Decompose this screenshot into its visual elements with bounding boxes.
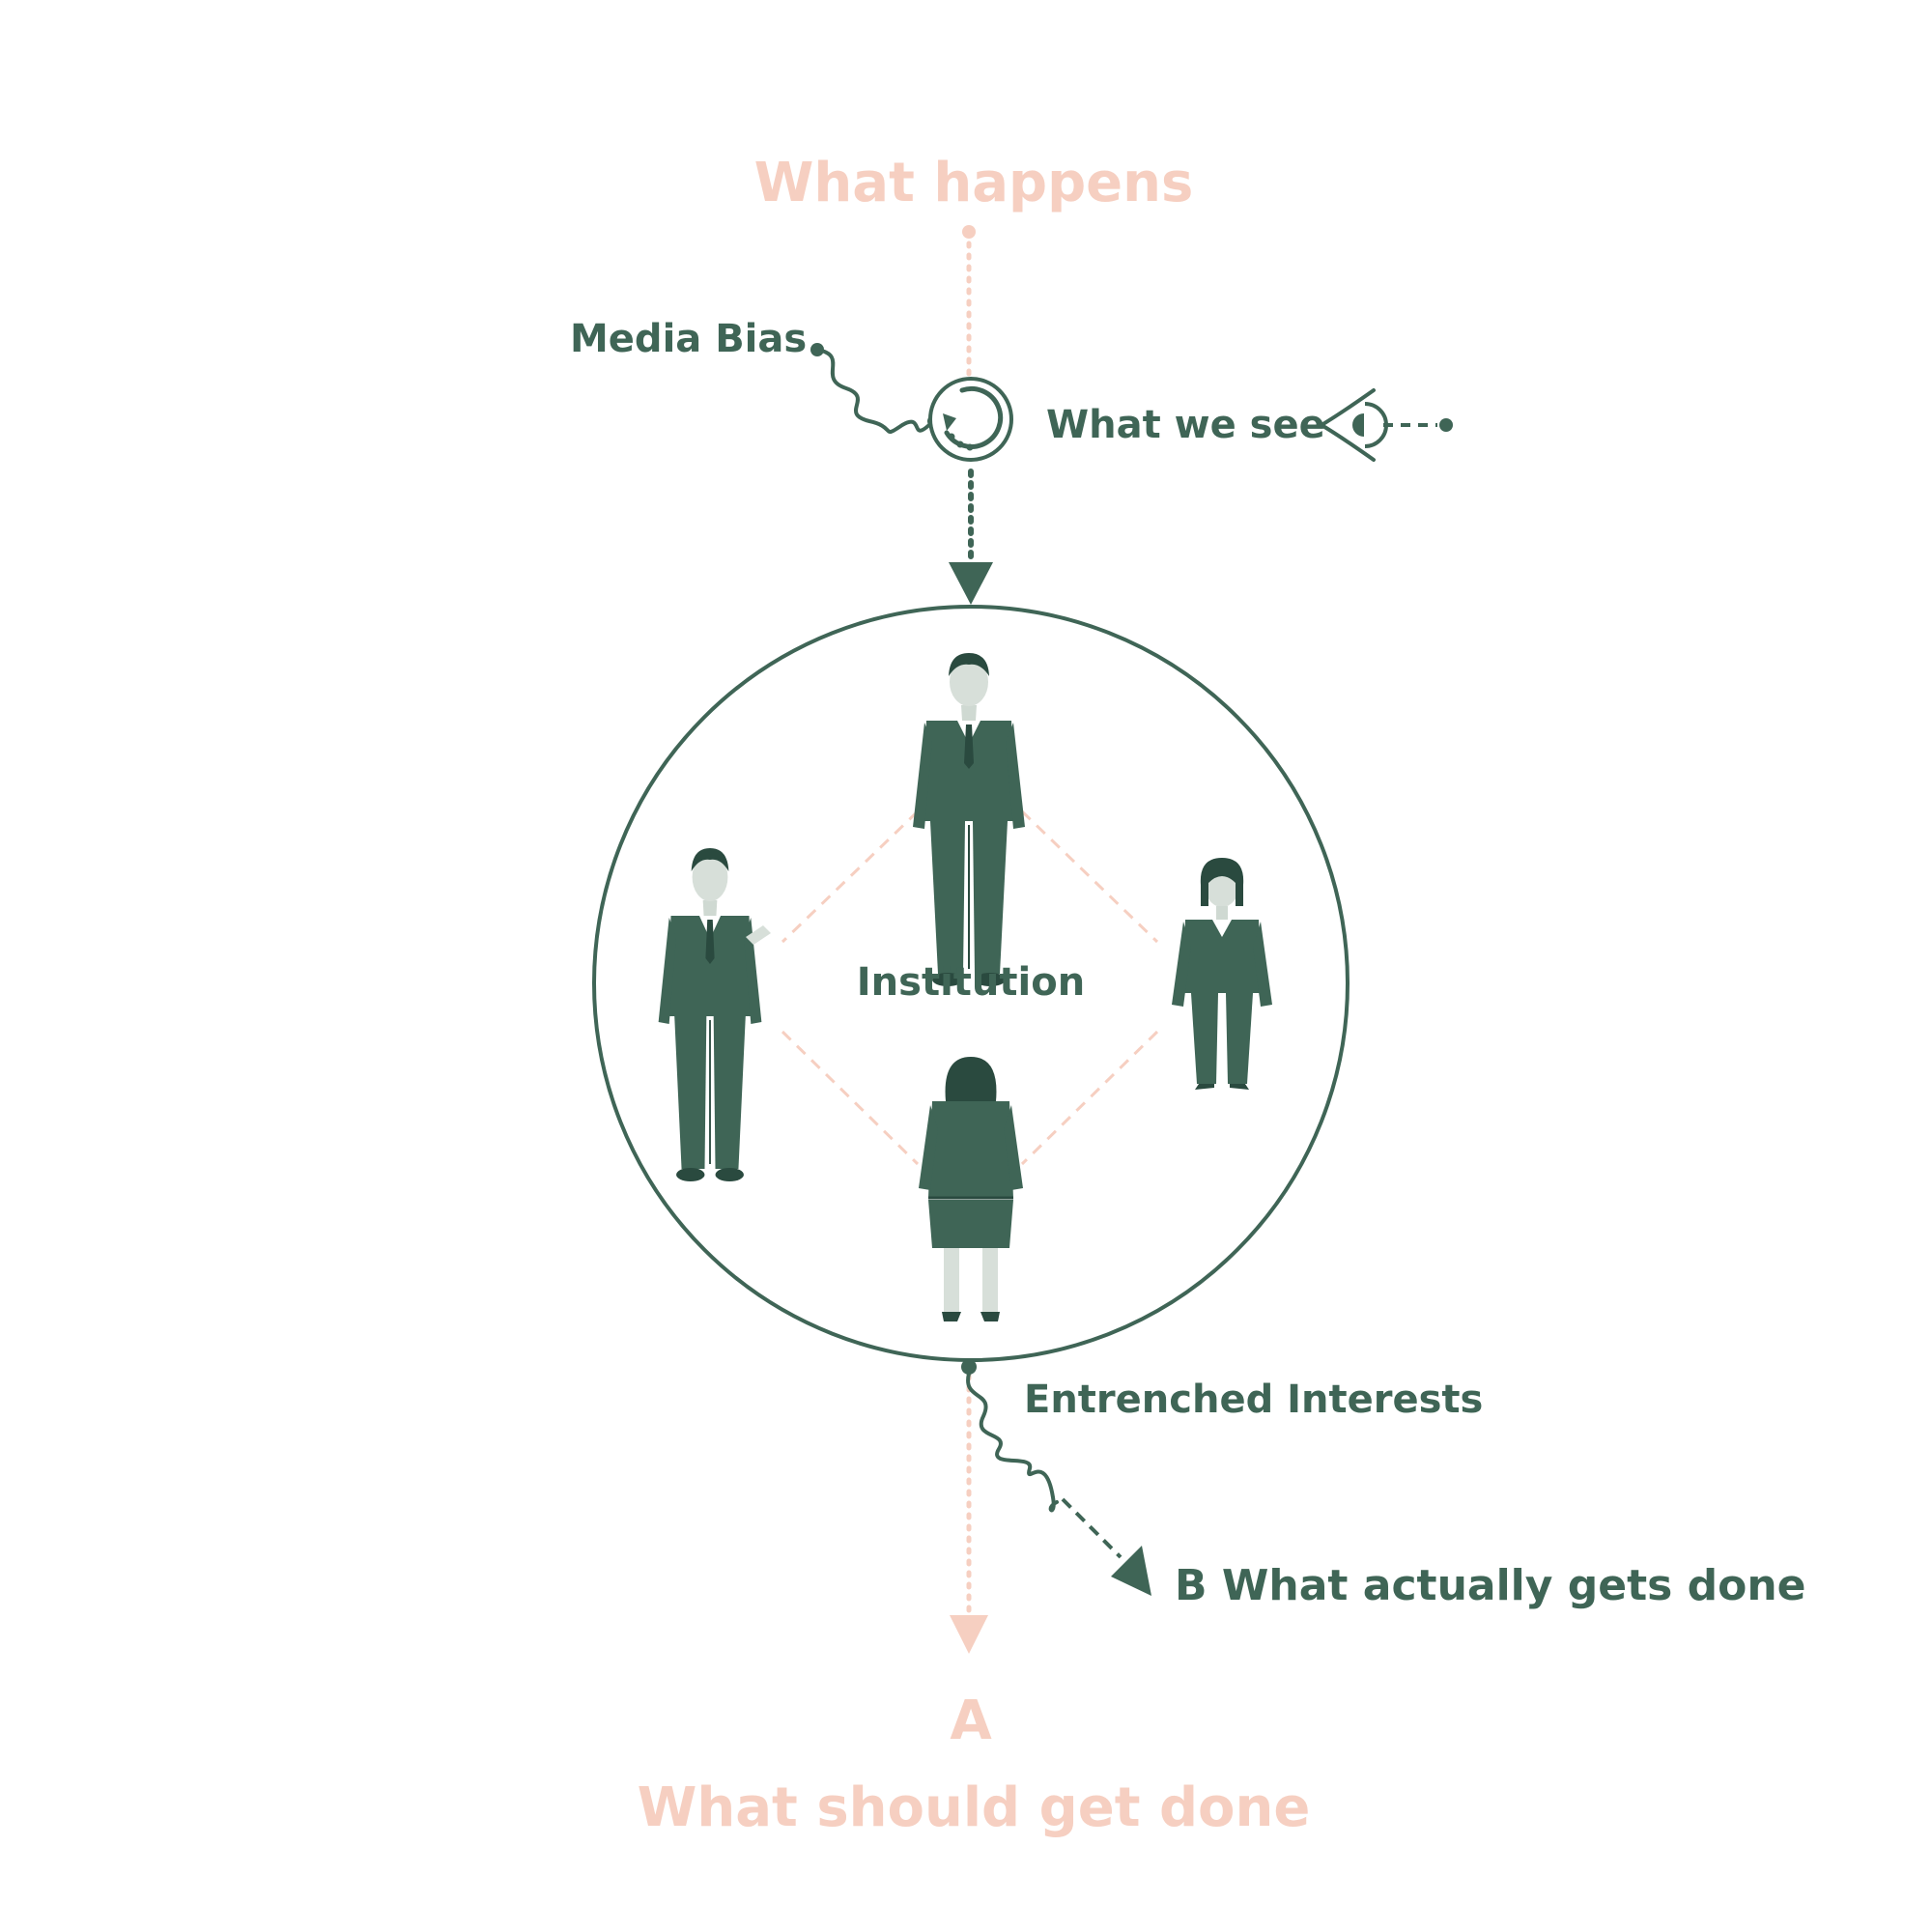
label-b-actual: B What actually gets done [1175, 1561, 1806, 1610]
spiral-icon [928, 377, 1013, 462]
entrenched-dashed-arrow [1061, 1497, 1122, 1559]
person-left [657, 847, 771, 1182]
down-arrowhead [949, 562, 993, 605]
top-start-dot [962, 225, 976, 239]
label-entrenched-interests: Entrenched Interests [1024, 1378, 1483, 1422]
media-bias-squiggle [815, 348, 935, 434]
pink-arrowhead [950, 1615, 988, 1654]
label-what-we-see: What we see [1046, 403, 1325, 447]
label-what-should-get-done: What should get done [638, 1776, 1311, 1839]
relation-lines [781, 810, 1159, 1166]
entrenched-squiggle [966, 1372, 1059, 1513]
b-arrowhead [1111, 1546, 1151, 1596]
label-what-happens: What happens [754, 152, 1194, 214]
person-bottom [919, 1057, 1023, 1321]
label-a-letter: A [950, 1690, 992, 1752]
eye-icon [1318, 388, 1388, 462]
person-right [1172, 858, 1272, 1090]
label-institution: Institution [857, 960, 1085, 1005]
label-media-bias: Media Bias [570, 317, 807, 361]
entrenched-dot [961, 1359, 977, 1375]
